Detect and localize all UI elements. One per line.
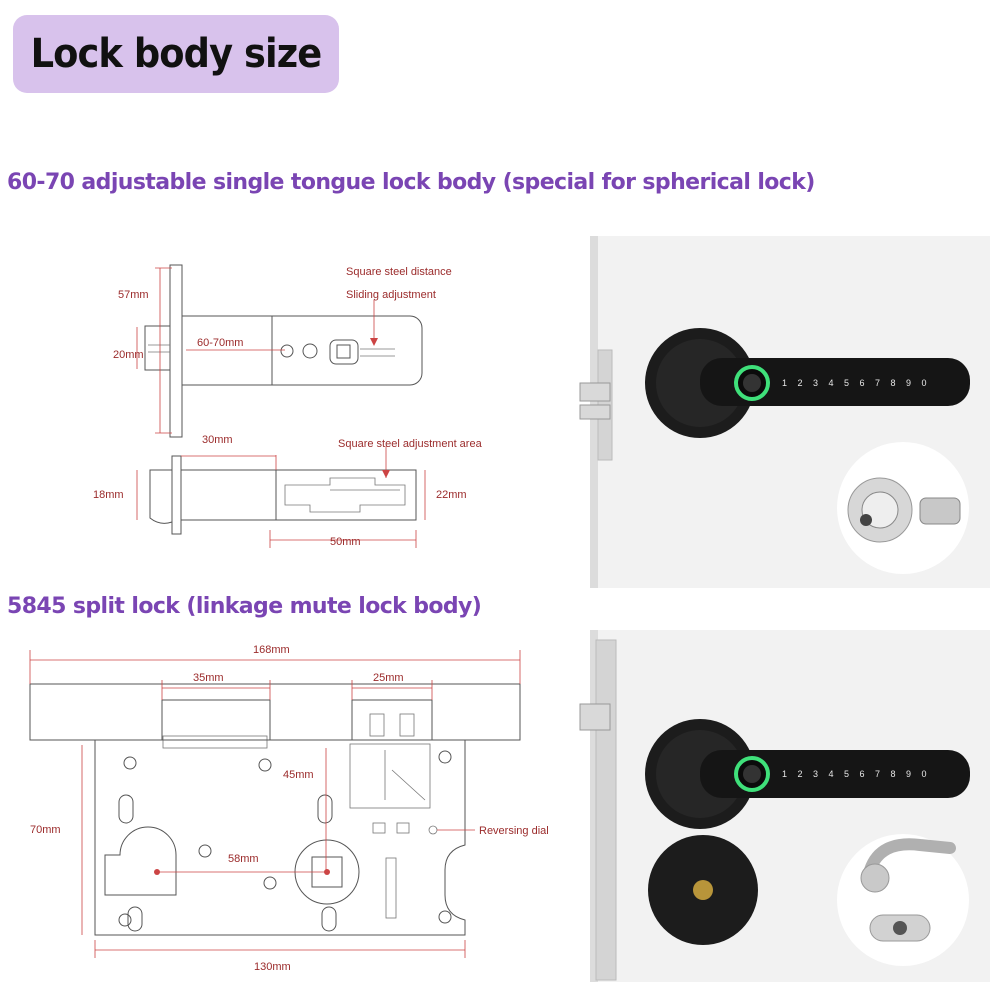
- keypad-bottom-key-2: 2: [798, 769, 803, 779]
- dim-45mm: 45mm: [283, 769, 314, 781]
- keypad-top-key-7: 7: [875, 378, 880, 388]
- dim-60-70mm: 60-70mm: [197, 337, 243, 349]
- keypad-top-key-5: 5: [844, 378, 849, 388]
- dim-18mm: 18mm: [93, 489, 124, 501]
- keypad-top-key-9: 9: [906, 378, 911, 388]
- dim-35mm: 35mm: [193, 672, 224, 684]
- dim-25mm: 25mm: [373, 672, 404, 684]
- dim-130mm: 130mm: [254, 961, 291, 973]
- keypad-bottom-key-1: 1: [782, 769, 787, 779]
- dim-58mm: 58mm: [228, 853, 259, 865]
- keypad-bottom-key-6: 6: [860, 769, 865, 779]
- dim-57mm: 57mm: [118, 289, 149, 301]
- keypad-bottom-key-8: 8: [891, 769, 896, 779]
- dim-20mm: 20mm: [113, 349, 144, 361]
- keypad-top-key-2: 2: [798, 378, 803, 388]
- keypad-top-key-3: 3: [813, 378, 818, 388]
- keypad-top-key-1: 1: [782, 378, 787, 388]
- keypad-bottom-key-3: 3: [813, 769, 818, 779]
- keypad-bottom-key-0: 0: [922, 769, 927, 779]
- note-sliding-adjustment: Sliding adjustment: [346, 289, 436, 301]
- keypad-top-key-0: 0: [922, 378, 927, 388]
- keypad-bottom-key-4: 4: [829, 769, 834, 779]
- dim-168mm: 168mm: [253, 644, 290, 656]
- dim-50mm: 50mm: [330, 536, 361, 548]
- dim-30mm: 30mm: [202, 434, 233, 446]
- keypad-bottom-key-5: 5: [844, 769, 849, 779]
- page-title: Lock body size: [30, 31, 323, 77]
- split-lock-drawing: 168mm 35mm 25mm 45mm 70mm 58mm 130mm Rev…: [29, 644, 549, 973]
- keypad-bottom-key-7: 7: [875, 769, 880, 779]
- lock-side-view: 57mm 20mm 60-70mm Square steel distance …: [113, 264, 452, 438]
- keypad-bottom-key-9: 9: [906, 769, 911, 779]
- note-square-steel-adjustment-area: Square steel adjustment area: [338, 438, 483, 450]
- section-heading-adjustable-lock-body: 60-70 adjustable single tongue lock body…: [7, 170, 815, 195]
- dim-22mm: 22mm: [436, 489, 467, 501]
- keypad-top-key-8: 8: [891, 378, 896, 388]
- keypad-top-key-4: 4: [829, 378, 834, 388]
- note-square-steel-distance: Square steel distance: [346, 266, 452, 278]
- lock-bottom-view: 30mm 18mm 22mm 50mm Square steel adjustm…: [93, 434, 483, 548]
- dim-70mm: 70mm: [30, 824, 61, 836]
- keypad-top-key-6: 6: [860, 378, 865, 388]
- note-reversing-dial: Reversing dial: [479, 825, 549, 837]
- title-badge: Lock body size: [13, 15, 339, 93]
- section-heading-split-lock: 5845 split lock (linkage mute lock body): [7, 594, 482, 619]
